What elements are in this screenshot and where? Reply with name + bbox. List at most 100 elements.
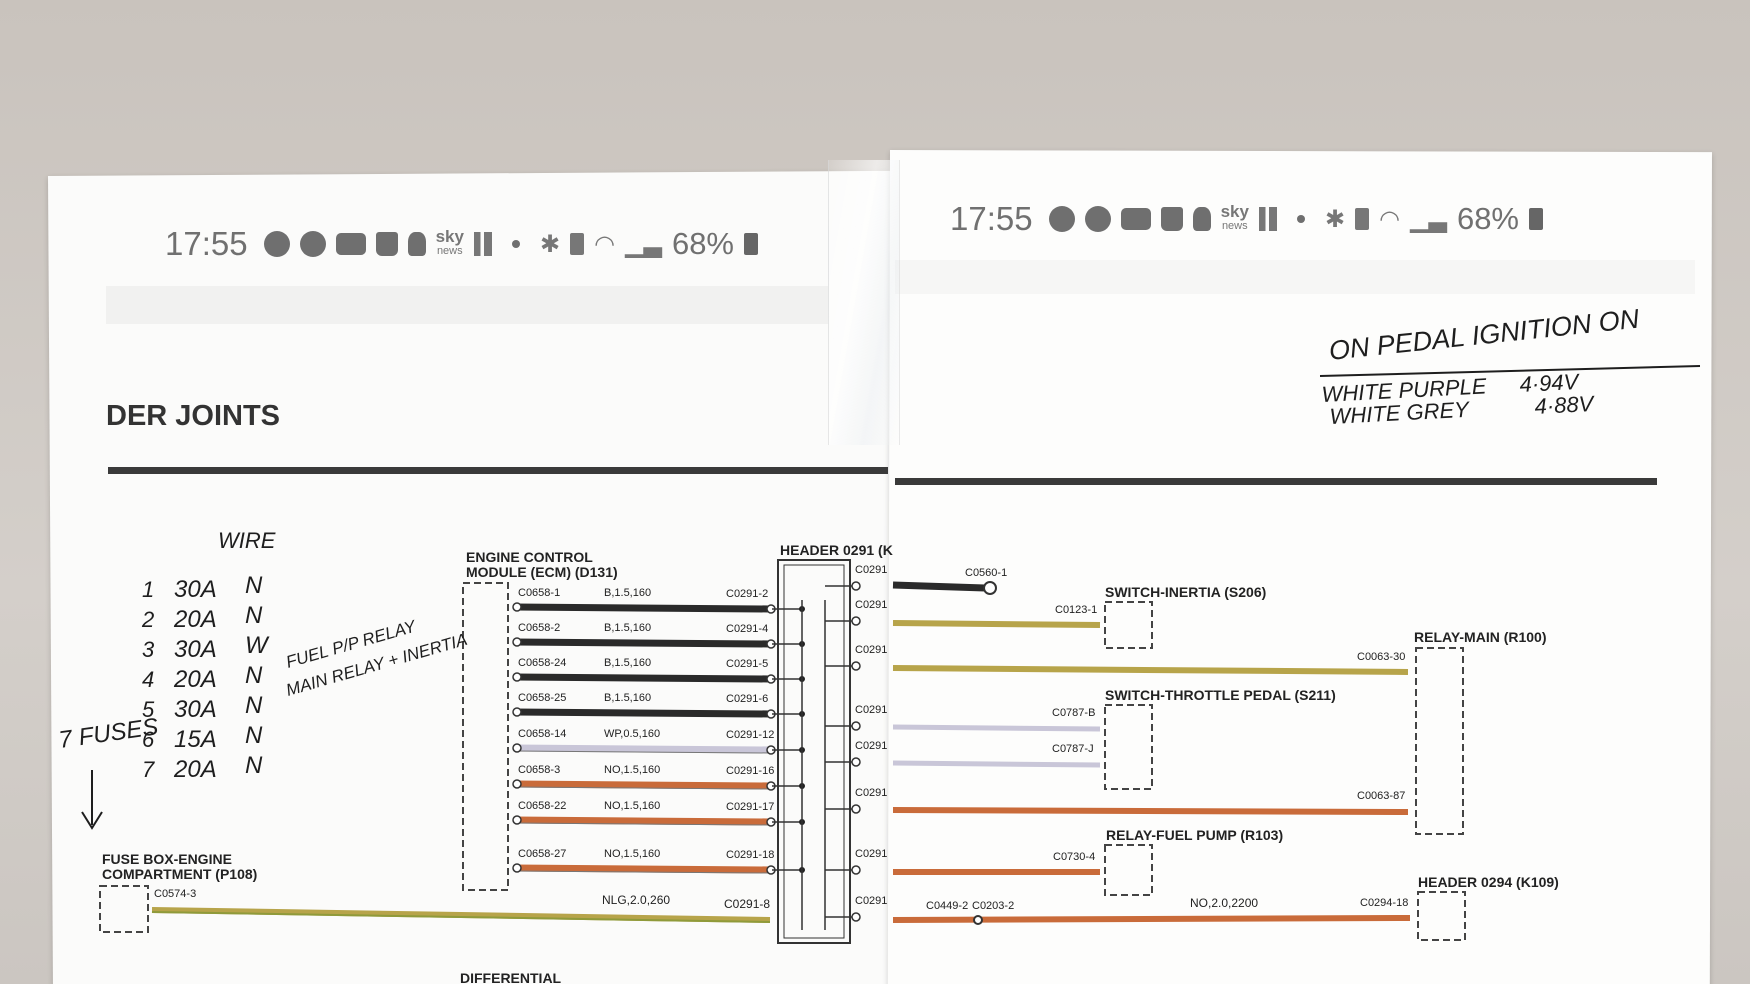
hw-wire-heading: WIRE (218, 528, 276, 553)
throttle-conn-1: C0787-B (1052, 707, 1095, 719)
hw-fuse-number: 7 (142, 757, 155, 782)
switch-inertia-label: SWITCH-INERTIA (S206) (1105, 584, 1266, 600)
hw-fuse-wire: W (245, 632, 270, 659)
ecm-label-1: ENGINE CONTROL (466, 549, 593, 565)
ecm-wire-spec: NO,1.5,160 (604, 848, 660, 860)
hw-fuse-amps: 15A (174, 726, 217, 753)
relay-main-label: RELAY-MAIN (R100) (1414, 629, 1547, 645)
relay-main-conn-2: C0063-87 (1357, 790, 1405, 802)
dot-icon (511, 240, 520, 248)
ecm-wire-spec: B,1.5,160 (604, 657, 651, 669)
ecm-label-2: MODULE (ECM) (D131) (466, 564, 618, 580)
hw-fuse-number: 6 (142, 727, 155, 752)
person-icon (1192, 207, 1211, 231)
header-0291-box (777, 559, 851, 944)
fuse-connector-label: C0574-3 (154, 888, 196, 900)
sky-sub-label: news (436, 245, 463, 257)
right-header-terminal (851, 804, 861, 814)
wifi-icon: ◠ (594, 230, 616, 258)
hw-underline (1319, 365, 1701, 377)
fuse-wire-stripe (151, 911, 771, 923)
page-title: DER JOINTS (106, 400, 281, 432)
title-rule-right (895, 478, 1657, 485)
switch-inertia-conn: C0123-1 (1055, 604, 1097, 616)
right-header-pin-label: C0291 (855, 848, 887, 860)
youtube-icon (335, 233, 366, 255)
messenger-icon (299, 231, 326, 257)
relay-main-conn-1: C0063-30 (1357, 651, 1405, 663)
messenger-icon (1084, 206, 1111, 232)
hw-fuse-amps: 20A (173, 756, 217, 783)
hw-fuse-amps: 30A (174, 696, 217, 723)
right-header-terminal (851, 865, 861, 875)
ecm-pin-label: C0658-27 (518, 848, 566, 860)
ecm-pin-label: C0658-22 (518, 800, 566, 812)
ground-label: C0560-1 (965, 567, 1007, 579)
sky-sub-label-right: news (1221, 220, 1248, 232)
header-0291-inner (783, 564, 845, 939)
hw-reading-1-value: 4·94V (1519, 369, 1581, 397)
status-battery: 68% (671, 226, 734, 261)
status-battery-right: 68% (1456, 201, 1519, 236)
status-bar-shadow-band-right (895, 260, 1695, 294)
ecm-wire (514, 708, 771, 718)
signal-icon: ▁▃ (1410, 205, 1447, 233)
wire-to-header-0294 (892, 915, 1411, 923)
right-header-terminal (851, 721, 861, 731)
splice-point (973, 915, 983, 925)
differential-label: DIFFERENTIAL (460, 970, 562, 984)
hw-fuse-wire: N (245, 572, 263, 599)
person-icon (407, 232, 426, 256)
wire-to-relay-main (892, 665, 1409, 675)
hw-reading-2-value: 4·88V (1534, 391, 1596, 419)
bluetooth-icon: ✱ (539, 230, 561, 258)
throttle-switch-box (1104, 704, 1153, 790)
relay-fuel-box (1104, 844, 1153, 896)
ecm-pin-terminal (512, 602, 522, 612)
ecm-wire (514, 603, 771, 613)
right-header-terminal (851, 661, 861, 671)
right-header-pin-label: C0291 (855, 564, 887, 576)
ecm-header-pin: C0291-12 (726, 729, 774, 741)
ecm-wire-spec: B,1.5,160 (604, 587, 651, 599)
ground-wire (892, 581, 986, 592)
hw-fuse-number: 5 (142, 697, 155, 722)
right-header-pin-label: C0291 (855, 787, 887, 799)
hw-fuse-wire: N (245, 722, 263, 749)
ecm-wire-stripe (514, 750, 771, 754)
ecm-wire-spec: WP,0.5,160 (604, 728, 660, 740)
throttle-conn-2: C0787-J (1052, 743, 1094, 755)
hw-arrow-icon (81, 770, 103, 830)
ecm-pin-terminal (512, 707, 522, 717)
hw-fuse-amps: 30A (174, 636, 217, 663)
right-header-pin-label: C0291 (855, 740, 887, 752)
ecm-header-pin: C0291-2 (726, 588, 768, 600)
right-header-terminal (851, 757, 861, 767)
wire-to-inertia (892, 620, 1101, 628)
hw-fuse-amps: 20A (173, 666, 217, 693)
bottom-wire-spec: NO,2.0,2200 (1190, 896, 1258, 910)
fuse-box-label-2: COMPARTMENT (P108) (102, 866, 257, 882)
ecm-pin-label: C0658-25 (518, 692, 566, 704)
right-header-pin-label: C0291 (855, 895, 887, 907)
ecm-pin-terminal (512, 637, 522, 647)
ecm-header-pin: C0291-6 (726, 693, 768, 705)
ecm-wire (514, 864, 771, 874)
wire-to-relay-main-87 (892, 807, 1409, 815)
wifi-icon: ◠ (1379, 205, 1401, 233)
shopping-bag-icon (375, 232, 398, 256)
ecm-wire-spec: NO,1.5,160 (604, 800, 660, 812)
ecm-wire-stripe (514, 786, 771, 790)
ecm-pin-terminal (512, 779, 522, 789)
status-time: 17:55 (165, 225, 248, 262)
right-header-pin-label: C0291 (855, 599, 887, 611)
relay-fuel-label: RELAY-FUEL PUMP (R103) (1106, 827, 1283, 843)
